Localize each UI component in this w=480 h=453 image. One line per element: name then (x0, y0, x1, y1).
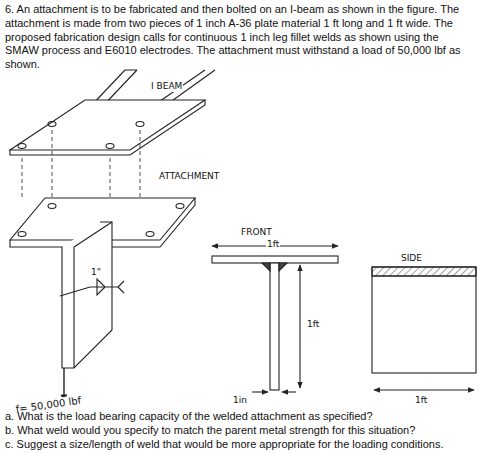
dimension-text: 1in (232, 396, 248, 406)
vertical-plate-edge (74, 222, 112, 368)
dimension-line (252, 391, 268, 392)
dimension-line (299, 265, 300, 388)
view-name: FRONT (240, 228, 273, 238)
dimension-line (374, 389, 474, 390)
question: a. What is the load bearing capacity of … (5, 410, 475, 424)
question: c. Suggest a size/length of weld that wo… (5, 438, 475, 452)
weld-hatch (372, 267, 476, 276)
ibeam-flange-edge (10, 100, 205, 155)
front-vertical-plate (270, 263, 279, 390)
vertical-plate (62, 222, 112, 368)
side-plate-edge (372, 275, 476, 276)
fillet-weld (262, 263, 287, 271)
weld-leader (60, 287, 118, 296)
dimension-text: 1ft (306, 320, 320, 330)
question: b. What weld would you specify to match … (5, 424, 475, 438)
side-plate (372, 267, 476, 373)
part-name: ATTACHMENT (158, 172, 220, 182)
weld-symbol (97, 279, 124, 295)
dimension-text: 1ft (414, 396, 428, 406)
front-top-plate (212, 256, 338, 263)
problem-statement: 6. An attachment is to be fabricated and… (5, 3, 475, 72)
part-name: I BEAM (150, 82, 183, 92)
bolt-head (18, 122, 144, 149)
dimension-line (282, 391, 296, 392)
view-name: SIDE (400, 254, 423, 264)
dimension-text: 1ft (266, 240, 280, 250)
weld-size: 1" (90, 268, 102, 278)
